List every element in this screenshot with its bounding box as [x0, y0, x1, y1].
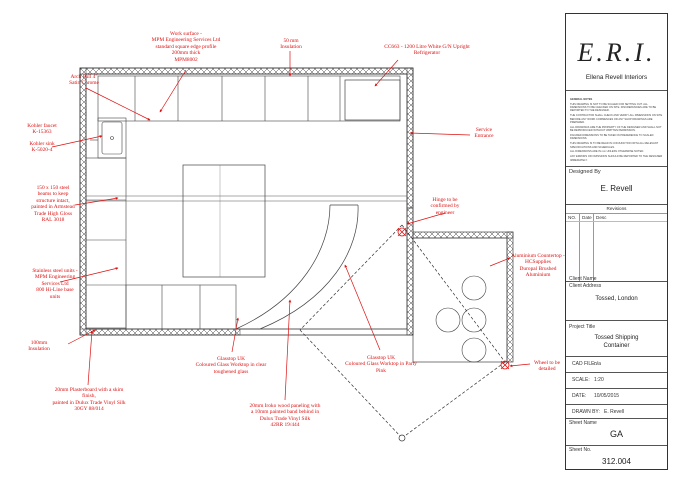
swing-lines: [299, 224, 506, 439]
cad-file-label: CAD FILE:: [572, 361, 596, 367]
date-value: 10/05/2015: [594, 393, 620, 399]
company-name: Ellena Revell Interiors: [585, 74, 648, 81]
leader-lines: [51, 51, 531, 401]
client-address: Tossed, London: [595, 296, 638, 302]
left-base-units: [85, 157, 127, 329]
bottom-base-units: [125, 284, 237, 330]
client-name-label: Client Name: [569, 276, 597, 282]
top-wall-truss: [79, 67, 414, 75]
annotation-work-surface: Work surface -MPM Engineering Services L…: [151, 31, 221, 63]
rev-col-date: Date: [582, 215, 592, 220]
cad-file-value: n/a: [594, 361, 601, 367]
sheet-name: GA: [609, 429, 623, 439]
sheet-no-label: Sheet No.: [569, 447, 592, 453]
sheet-number: 312.004: [602, 457, 631, 466]
drawn-by-label: DRAWN BY:: [572, 409, 600, 415]
designed-by-label: Designed By: [569, 169, 601, 175]
container-walls: [79, 67, 414, 336]
wheel-marker: [398, 434, 406, 442]
scale-value: 1:20: [594, 377, 604, 383]
rev-col-no: NO.: [568, 215, 577, 220]
bottom-wall-truss: [79, 328, 241, 336]
company-logo: E.R.I.: [577, 38, 656, 67]
rev-col-desc: Desc: [596, 215, 607, 220]
curved-glass-worktop: [235, 204, 359, 330]
project-title-label: Project Title: [569, 324, 596, 330]
revisions-label: Revisions: [606, 206, 627, 211]
top-worktop: [97, 75, 401, 122]
central-island: [182, 164, 266, 278]
right-wall-truss-upper: [406, 67, 414, 209]
title-block: E.R.I. Ellena Revell Interiors GENERAL N…: [565, 13, 668, 470]
steel-beams: [86, 195, 407, 202]
fridge: [344, 79, 401, 121]
scale-label: SCALE:: [572, 377, 590, 383]
sheet-name-label: Sheet Name: [569, 420, 597, 426]
sink: [90, 117, 127, 159]
client-address-label: Client Address: [569, 283, 602, 289]
fold-out-section: [406, 207, 514, 363]
drawn-by-value: E. Revell: [604, 409, 625, 415]
stools: [435, 275, 487, 363]
designer-name: E. Revell: [600, 184, 633, 193]
hinge-marker: [397, 227, 510, 370]
date-label: DATE:: [572, 393, 587, 399]
annotation-arch-pull: Arch Pull 4"Satin Chrome: [69, 74, 99, 87]
general-notes: GENERAL NOTES THIS DRAWING IS NOT TO BE …: [570, 98, 663, 162]
